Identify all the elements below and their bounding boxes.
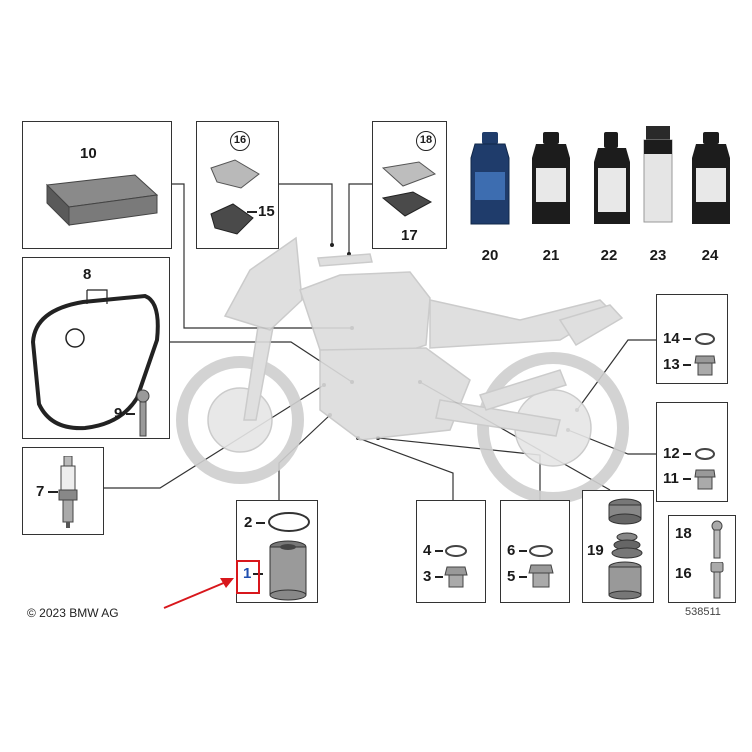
callout-8: 8: [83, 266, 92, 283]
callout-16: 16: [230, 131, 250, 151]
washer-14-icon: [695, 333, 715, 345]
washer-6-icon: [529, 545, 553, 557]
part-box-7[interactable]: 7: [22, 447, 104, 535]
leader-6: [519, 550, 527, 552]
callout-12: 12: [663, 445, 680, 462]
oring-2-icon: [268, 512, 310, 532]
part-box-6-5[interactable]: 6 5: [500, 500, 570, 603]
callout-24: 24: [701, 247, 719, 264]
spring-19b-icon: [611, 532, 643, 559]
callout-10: 10: [80, 145, 97, 162]
fluid-bottle-22-icon: [594, 132, 630, 224]
part-box-18-17[interactable]: 18 17: [372, 121, 447, 249]
washer-12-icon: [695, 448, 715, 460]
air-filter-icon: [45, 174, 159, 227]
leader-9: [126, 413, 135, 415]
screw-16-icon: [710, 562, 724, 599]
callout-4: 4: [423, 542, 432, 559]
leader-3: [435, 576, 443, 578]
oil-bottle-24-icon: [692, 132, 730, 224]
callout-21: 21: [542, 247, 560, 264]
copyright-text: © 2023 BMW AG: [27, 606, 119, 620]
part-box-2-1[interactable]: 2 1: [236, 500, 318, 603]
callout-7: 7: [36, 483, 45, 500]
callout-18: 18: [416, 131, 436, 151]
callout-11: 11: [663, 470, 679, 487]
housing-19c-icon: [608, 561, 642, 600]
cover-gasket-icon: [210, 203, 254, 235]
cover-plate-icon: [210, 159, 260, 189]
leader-2: [256, 522, 265, 524]
callout-5: 5: [507, 568, 516, 585]
mount-gasket-icon: [381, 191, 433, 217]
part-box-10[interactable]: 10: [22, 121, 172, 249]
oil-bottle-21-icon: [532, 132, 570, 224]
callout-3: 3: [423, 568, 432, 585]
part-box-19[interactable]: 19: [582, 490, 654, 603]
leader-15: [247, 211, 257, 213]
leader-4: [435, 550, 443, 552]
red-arrow-icon: [163, 578, 234, 609]
leader-11: [683, 478, 691, 480]
callout-18-screw: 18: [675, 525, 692, 542]
part-box-16-15[interactable]: 16 15: [196, 121, 279, 249]
callout-17: 17: [401, 227, 418, 244]
callout-6: 6: [507, 542, 516, 559]
screw-18-icon: [711, 520, 723, 559]
bolt-9-icon: [136, 389, 150, 437]
leader-7: [48, 491, 58, 493]
callout-9: 9: [114, 405, 123, 422]
cap-19a-icon: [608, 498, 642, 525]
leader-12: [683, 453, 691, 455]
plug-11-icon: [694, 469, 716, 490]
callout-20: 20: [481, 247, 499, 264]
callout-13: 13: [663, 356, 680, 373]
spark-plug-icon: [58, 456, 78, 528]
leader-13: [683, 364, 691, 366]
leader-5: [519, 576, 527, 578]
callout-23: 23: [649, 247, 667, 264]
diagram-id: 538511: [685, 606, 721, 618]
callout-22: 22: [600, 247, 618, 264]
mount-plate-icon: [381, 161, 437, 187]
part-box-4-3[interactable]: 4 3: [416, 500, 486, 603]
washer-4-icon: [445, 545, 467, 557]
callout-1: 1: [243, 565, 252, 582]
callout-14: 14: [663, 330, 680, 347]
gasket-set-icon: [30, 289, 160, 431]
callout-15: 15: [258, 203, 275, 220]
highlight-box-1: [236, 560, 260, 594]
spray-can-23-icon: [643, 126, 673, 223]
oil-bottle-20-icon: [470, 132, 510, 225]
callout-16-screw: 16: [675, 565, 692, 582]
part-box-14-13[interactable]: 14 13: [656, 294, 728, 384]
part-box-8-9[interactable]: 8 9: [22, 257, 170, 439]
oil-filter-icon: [269, 540, 307, 601]
callout-2: 2: [244, 514, 253, 531]
plug-3-icon: [444, 566, 468, 588]
part-box-18-16[interactable]: 18 16: [668, 515, 736, 603]
leader-14: [683, 338, 691, 340]
plug-13-icon: [694, 355, 716, 376]
callout-19: 19: [587, 542, 604, 559]
part-box-12-11[interactable]: 12 11: [656, 402, 728, 502]
plug-5-icon: [528, 564, 554, 588]
